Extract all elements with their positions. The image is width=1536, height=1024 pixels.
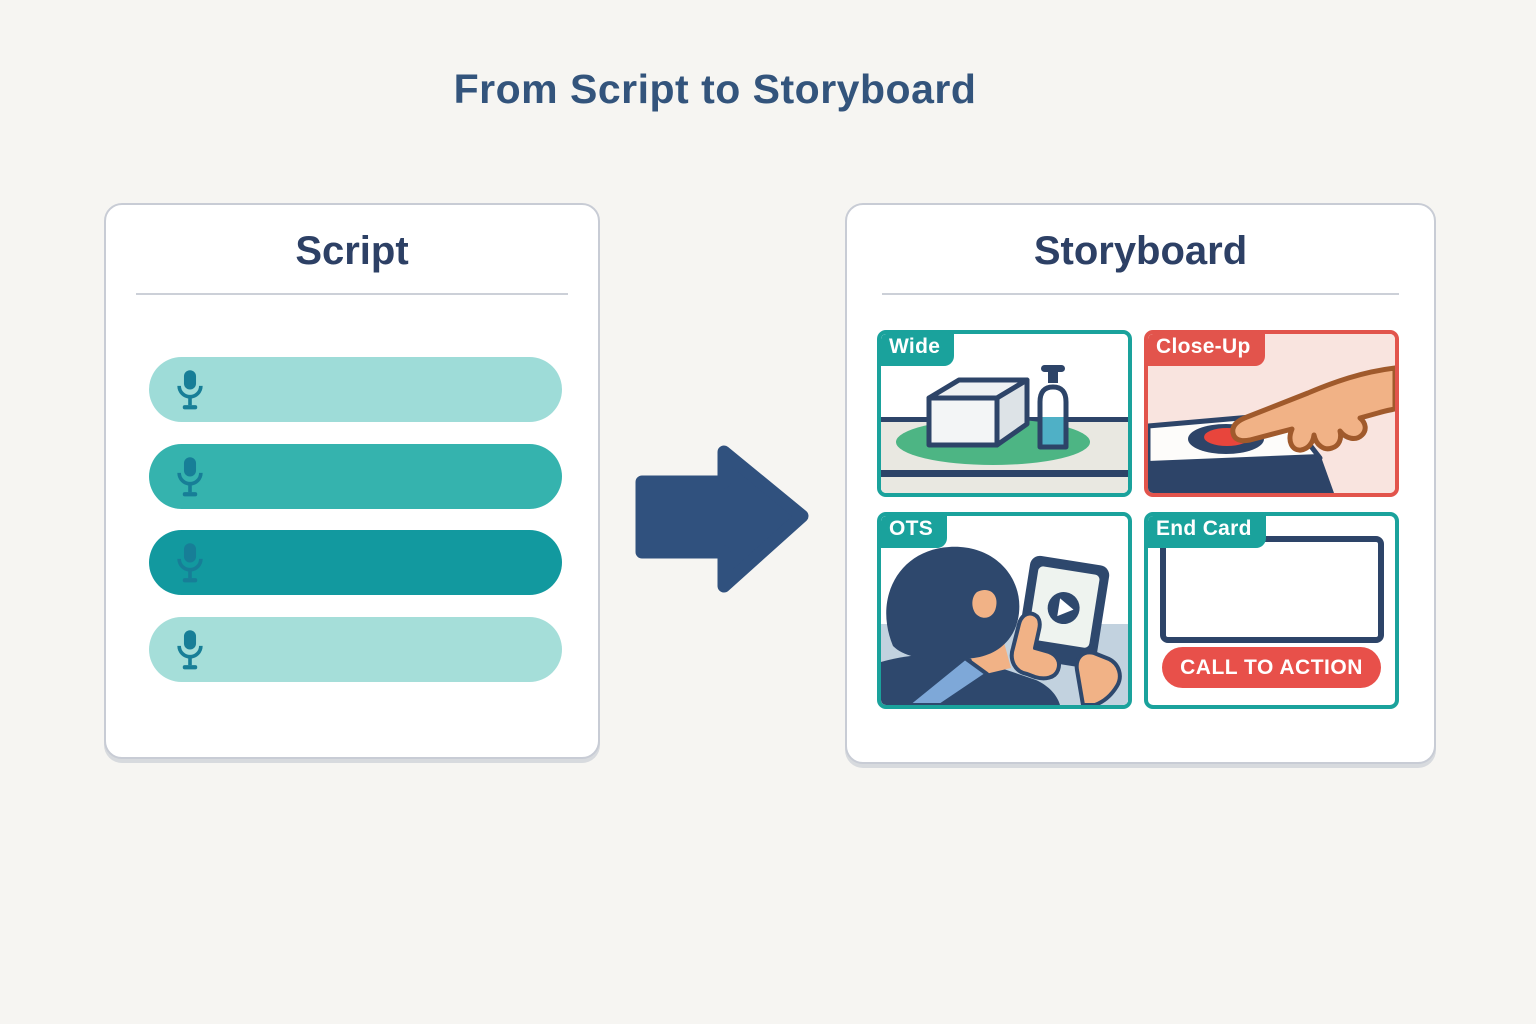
arrow-right-icon — [628, 438, 814, 598]
wide-shot-illustration — [881, 334, 1128, 493]
storyboard-panel: Storyboard Wide — [845, 203, 1436, 764]
script-panel: Script — [104, 203, 600, 759]
shot-type-badge: End Card — [1148, 516, 1266, 548]
shot-type-badge: OTS — [881, 516, 948, 548]
script-line-2 — [149, 444, 562, 509]
script-line-4 — [149, 617, 562, 682]
page-title: From Script to Storyboard — [453, 66, 977, 112]
script-line-3 — [149, 530, 562, 595]
storyboard-frame-ots: OTS — [877, 512, 1132, 709]
endcard-placeholder-rect — [1160, 536, 1384, 643]
storyboard-panel-title: Storyboard — [1033, 229, 1248, 273]
divider — [136, 293, 568, 295]
microphone-icon — [175, 456, 205, 497]
storyboard-frame-endcard: CALL TO ACTION End Card — [1144, 512, 1399, 709]
script-panel-title: Script — [295, 229, 409, 273]
divider — [882, 293, 1399, 295]
microphone-icon — [175, 542, 205, 583]
storyboard-frame-wide: Wide — [877, 330, 1132, 497]
script-line-1 — [149, 357, 562, 422]
microphone-icon — [175, 629, 205, 670]
storyboard-frame-closeup: Close-Up — [1144, 330, 1399, 497]
shot-type-badge: Close-Up — [1148, 334, 1265, 366]
shot-type-badge: Wide — [881, 334, 955, 366]
call-to-action-button[interactable]: CALL TO ACTION — [1162, 647, 1381, 688]
microphone-icon — [175, 369, 205, 410]
